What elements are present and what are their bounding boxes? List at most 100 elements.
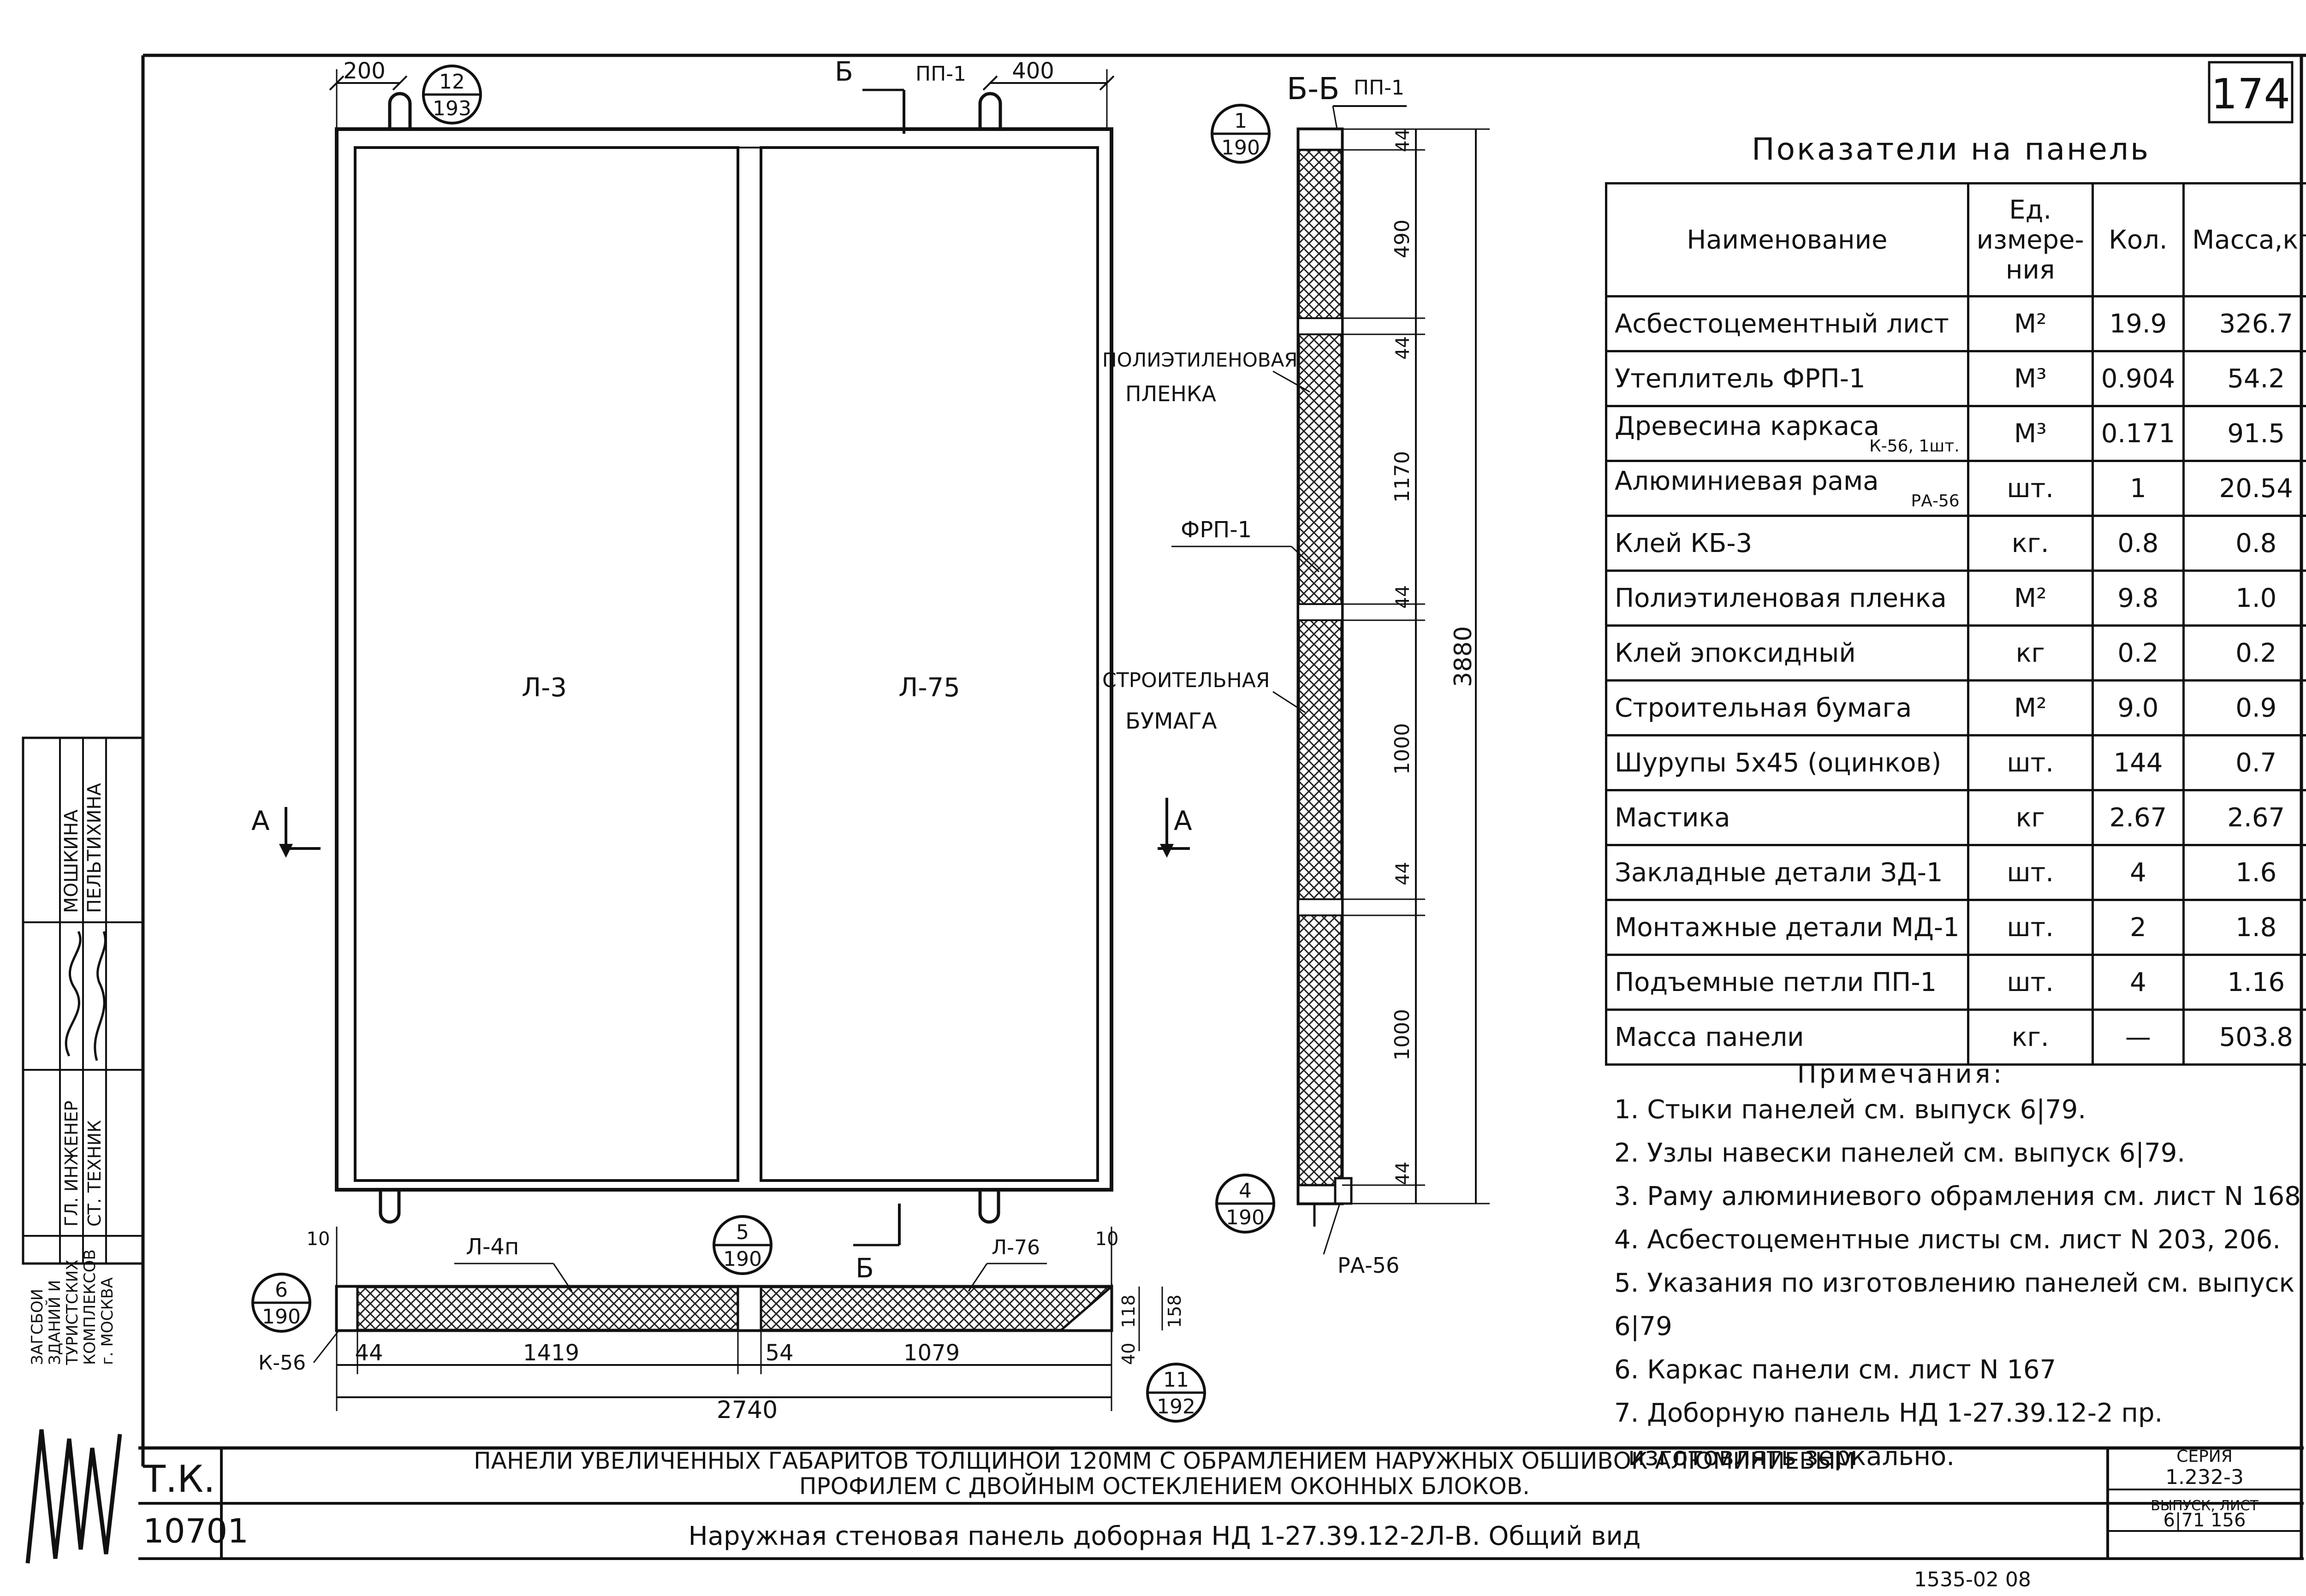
spec-cell-name-text: Алюминиевая рама xyxy=(1615,466,1879,496)
spec-cell-unit: кг. xyxy=(1967,1009,2094,1066)
spec-row: Закладные детали ЗД-1 шт. 4 1.6 xyxy=(1605,844,2306,901)
issue-label: ВЫПУСК, ЛИСТ xyxy=(2151,1498,2258,1514)
bb-dim-total: 3880 xyxy=(1450,626,1477,687)
cut-a-right: А xyxy=(1174,805,1192,837)
code-label: 10701 xyxy=(143,1512,249,1550)
spec-cell-qty: 0.8 xyxy=(2091,515,2185,572)
spec-cell-mass: 1.8 xyxy=(2182,899,2306,956)
stamp-name-1: МОШКИНА xyxy=(61,809,82,913)
stamp-org-5: г. МОСКВА xyxy=(98,1277,117,1365)
spec-cell-name-text: Полиэтиленовая пленка xyxy=(1615,583,1947,613)
spec-cell-qty-text: 4 xyxy=(2130,857,2146,888)
plan-loop-label: ПП-1 xyxy=(915,62,966,86)
spec-cell-qty-text: 0.171 xyxy=(2101,418,2175,449)
spec-cell-name: Клей эпоксидный xyxy=(1605,624,1969,682)
spec-cell-qty-text: 9.8 xyxy=(2117,583,2159,613)
spec-cell-unit-text: М² xyxy=(2014,693,2047,723)
spec-cell-mass: 0.9 xyxy=(2182,679,2306,736)
lift-loop-bottom-left xyxy=(379,1190,401,1224)
spec-cell-unit: кг. xyxy=(1967,515,2094,572)
spec-cell-mass-text: 1.8 xyxy=(2235,912,2277,943)
spec-cell-unit: кг xyxy=(1967,624,2094,682)
spec-cell-mass-text: 0.8 xyxy=(2235,528,2277,558)
note-5: 5. Указания по изготовлению панелей см. … xyxy=(1614,1268,2295,1341)
spec-cell-qty: 2.67 xyxy=(2091,789,2185,846)
node-mid-sheet: 190 xyxy=(723,1247,762,1271)
spec-cell-mass: 54.2 xyxy=(2182,350,2306,407)
label-l4p: Л-4п xyxy=(466,1234,519,1260)
spec-cell-name-text: Закладные детали ЗД-1 xyxy=(1615,857,1943,888)
spec-cell-qty-text: 9.0 xyxy=(2117,693,2159,723)
spec-cell-mass-text: 2.67 xyxy=(2227,802,2285,833)
spec-cell-name: Асбестоцементный лист xyxy=(1605,295,1969,352)
node-mid-num: 5 xyxy=(736,1221,749,1244)
bb-node-bottom-sheet: 190 xyxy=(1226,1206,1265,1229)
sheet-number: 174 xyxy=(2211,70,2290,119)
dim-200: 200 xyxy=(343,58,386,84)
stamp-org-1: ЗАГСБОИ xyxy=(28,1289,47,1365)
spec-cell-mass: 0.8 xyxy=(2182,515,2306,572)
spec-cell-name-text: Мастика xyxy=(1615,802,1730,833)
section-aa: 10 10 Л-4п Л-76 6 190 5 190 11 192 Б К-5… xyxy=(251,1204,1206,1424)
spec-cell-mass-text: 1.6 xyxy=(2235,857,2277,888)
spec-cell-unit-text: М² xyxy=(2014,583,2047,613)
spec-cell-unit: шт. xyxy=(1967,844,2094,901)
bb-dim-1: 44 xyxy=(1392,129,1414,152)
dim-118: 118 xyxy=(1118,1294,1139,1328)
spec-cell-mass: 2.67 xyxy=(2182,789,2306,846)
label-k56: К-56 xyxy=(258,1351,306,1375)
spec-cell-name-text: Масса панели xyxy=(1615,1022,1804,1052)
spec-cell-mass-text: 54.2 xyxy=(2227,363,2285,394)
dim-54: 54 xyxy=(765,1340,793,1366)
note-2: 2. Узлы навески панелей см. выпуск 6|79. xyxy=(1614,1138,2186,1168)
spec-cell-unit-text: шт. xyxy=(2007,912,2054,943)
title-block: Т.К. 10701 ПАНЕЛИ УВЕЛИЧЕННЫХ ГАБАРИТОВ … xyxy=(143,1447,2258,1591)
signature-2 xyxy=(94,931,107,1061)
spec-cell-name: Шурупы 5х45 (оцинков) xyxy=(1605,734,1969,791)
dim-400: 400 xyxy=(1012,58,1054,84)
spec-cell-unit: кг xyxy=(1967,789,2094,846)
spec-cell-qty: 0.171 xyxy=(2091,405,2185,462)
spec-cell-unit-text: шт. xyxy=(2007,473,2054,504)
section-mark-b-bottom: Б xyxy=(856,1252,874,1284)
pane-left-label: Л-3 xyxy=(522,673,567,703)
node-top-sheet: 193 xyxy=(433,97,471,120)
node-left-sheet: 190 xyxy=(262,1305,301,1329)
spec-cell-mass-text: 503.8 xyxy=(2219,1022,2293,1052)
stamp-org-2: ЗДАНИЙ И xyxy=(45,1280,64,1365)
dim-158: 158 xyxy=(1165,1294,1185,1328)
spec-cell-qty: 1 xyxy=(2091,460,2185,517)
spec-header-row: Наименование Ед. измере-ния Кол. Масса,к… xyxy=(1605,182,2306,297)
dim-10-left: 10 xyxy=(307,1228,330,1250)
spec-cell-mass: 503.8 xyxy=(2182,1009,2306,1066)
spec-cell-qty: 9.0 xyxy=(2091,679,2185,736)
node-right-sheet: 192 xyxy=(1157,1395,1195,1418)
note-4: 4. Асбестоцементные листы см. лист N 203… xyxy=(1614,1225,2281,1255)
spec-cell-mass-text: 326.7 xyxy=(2219,309,2293,339)
side-stamp: ЗАГСБОИ ЗДАНИЙ И ТУРИСТСКИХ КОМПЛЕКСОВ г… xyxy=(22,736,144,1564)
spec-cell-name: Клей КБ-3 xyxy=(1605,515,1969,572)
spec-cell-unit: шт. xyxy=(1967,899,2094,956)
bb-dim-4: 1170 xyxy=(1391,451,1414,503)
dim-40: 40 xyxy=(1118,1343,1139,1365)
spec-cell-qty-text: 2.67 xyxy=(2109,802,2167,833)
spec-row: Мастика кг 2.67 2.67 xyxy=(1605,789,2306,846)
spec-cell-name-text: Утеплитель ФРП-1 xyxy=(1615,363,1866,394)
dim-1079: 1079 xyxy=(903,1340,960,1366)
spec-cell-name: Строительная бумага xyxy=(1605,679,1969,736)
note-7-cont: изготовлять зеркально. xyxy=(1628,1442,1955,1471)
stamp-org-3: ТУРИСТСКИХ xyxy=(63,1259,82,1365)
bb-dim-7: 44 xyxy=(1392,862,1414,885)
spec-cell-subtext: РА-56 xyxy=(1911,492,1960,510)
title-line-1: ПАНЕЛИ УВЕЛИЧЕННЫХ ГАБАРИТОВ ТОЛЩИНОЙ 12… xyxy=(474,1447,1855,1474)
spec-cell-unit-text: кг xyxy=(2015,802,2045,833)
spec-cell-unit-text: кг. xyxy=(2011,1022,2049,1052)
bb-node-top-sheet: 190 xyxy=(1221,136,1260,160)
section-bb: Б-Б ПП-1 1 190 4 190 ПОЛИЭТИЛЕНОВАЯ ПЛЕН… xyxy=(1102,71,1490,1278)
